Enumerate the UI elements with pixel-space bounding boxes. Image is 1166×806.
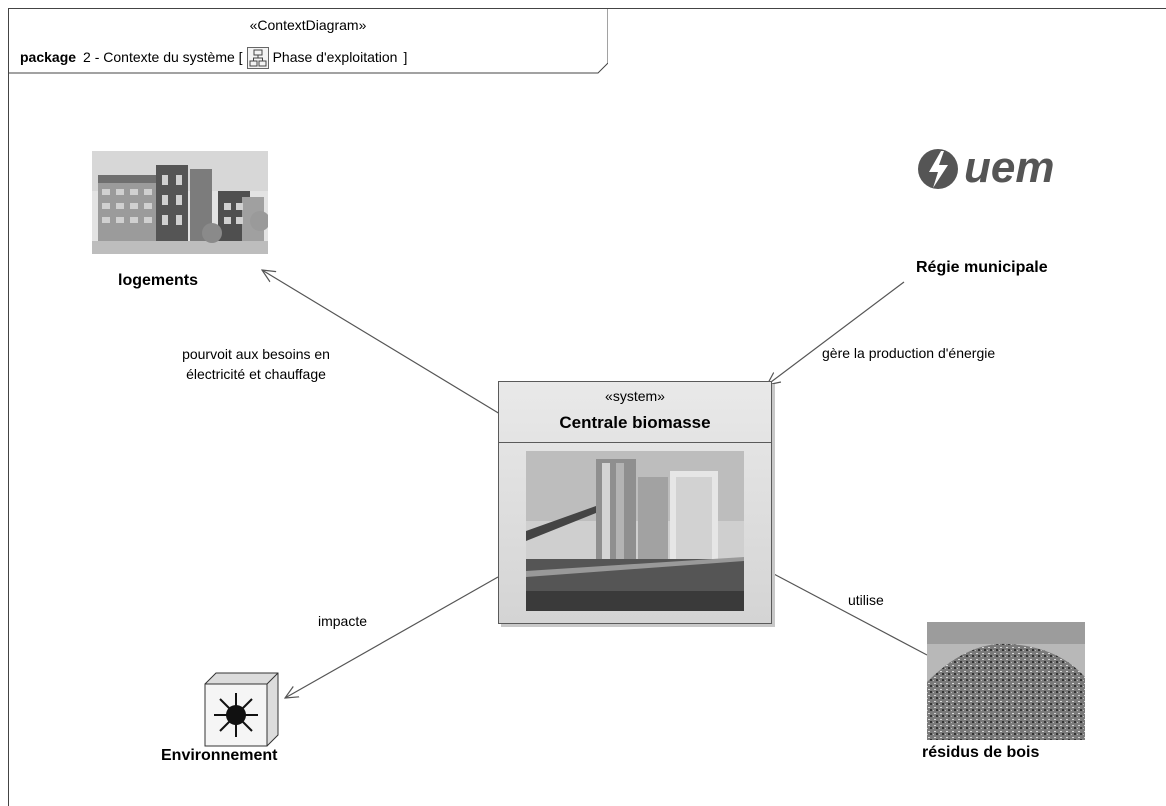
utilise-label: utilise (848, 592, 884, 608)
diagram-stereotype: «ContextDiagram» (249, 17, 367, 33)
residus-image[interactable] (927, 622, 1085, 740)
connector-impacte[interactable] (285, 576, 499, 698)
connector-pourvoit[interactable] (262, 270, 511, 421)
pourvoit-line-1: pourvoit aux besoins en (182, 346, 330, 362)
gere-label: gère la production d'énergie (822, 345, 996, 361)
frame-header: «ContextDiagram» package 2 - Contexte du… (8, 8, 608, 74)
diagram-name: 2 - Contexte du système [ (83, 49, 243, 65)
uem-logo-text: uem (964, 143, 1055, 192)
system-block[interactable]: «system» Centrale biomasse (498, 381, 772, 624)
package-keyword: package (20, 49, 77, 65)
diagram-icon[interactable] (246, 47, 269, 69)
package-frame (8, 8, 1166, 806)
block-divider (499, 442, 771, 443)
power-plant-image (526, 451, 744, 611)
connector-gere[interactable] (767, 281, 905, 385)
sun-icon (204, 672, 279, 747)
residus-label: résidus de bois (922, 744, 1040, 761)
diagram-close-bracket: ] (403, 49, 408, 65)
system-stereotype: «system» (605, 388, 665, 404)
environnement-icon[interactable] (204, 672, 279, 747)
impacte-label: impacte (318, 613, 368, 629)
connector-utilise[interactable] (771, 572, 928, 656)
diagram-scope: Phase d'exploitation (272, 49, 398, 65)
environnement-label: Environnement (161, 747, 278, 764)
logements-image[interactable] (92, 151, 268, 254)
system-name: Centrale biomasse (559, 413, 711, 432)
logements-label: logements (118, 272, 199, 289)
pourvoit-label: pourvoit aux besoins en électricité et c… (136, 344, 376, 384)
uem-logo: uem (914, 140, 1104, 200)
regie-label: Régie municipale (916, 259, 1048, 276)
diagram-title: package 2 - Contexte du système [ Phase … (20, 46, 408, 69)
pourvoit-line-2: électricité et chauffage (186, 366, 326, 382)
frame-tab-outline (8, 8, 608, 74)
